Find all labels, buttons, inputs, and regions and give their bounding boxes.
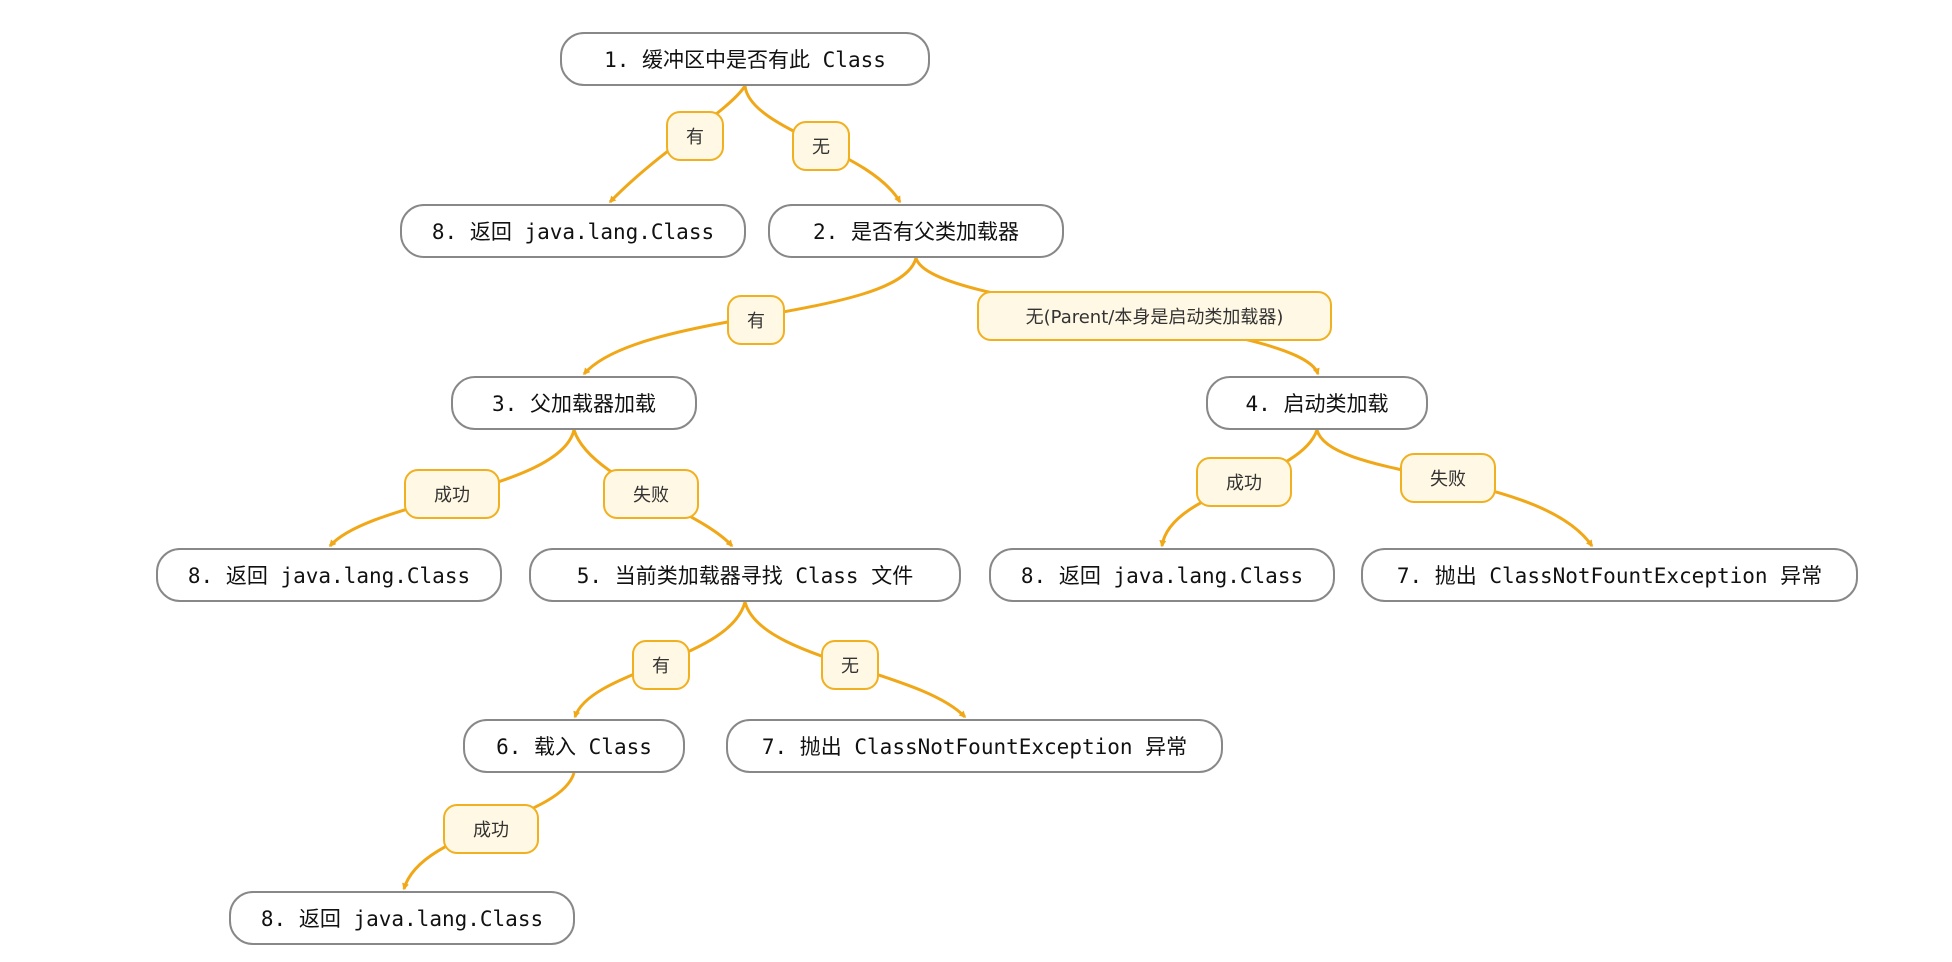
node-load-class: 6. 载入 Class [463,719,685,773]
edge-label-has: 有 [632,640,690,690]
node-return-class-1: 8. 返回 java.lang.Class [400,204,746,258]
node-check-cache: 1. 缓冲区中是否有此 Class [560,32,930,86]
edge-label-success: 成功 [404,469,500,519]
node-throw-exception-1: 7. 抛出 ClassNotFountException 异常 [1361,548,1858,602]
edge-label-none: 无 [821,640,879,690]
node-return-class-3: 8. 返回 java.lang.Class [989,548,1335,602]
edge-label-success: 成功 [1196,457,1292,507]
edge-label-none-bootstrap: 无(Parent/本身是启动类加载器) [977,291,1332,341]
node-throw-exception-2: 7. 抛出 ClassNotFountException 异常 [726,719,1223,773]
edge-label-has: 有 [727,295,785,345]
node-has-parent-loader: 2. 是否有父类加载器 [768,204,1064,258]
edge-label-has: 有 [666,111,724,161]
node-bootstrap-load: 4. 启动类加载 [1206,376,1428,430]
node-return-class-4: 8. 返回 java.lang.Class [229,891,575,945]
node-find-class-file: 5. 当前类加载器寻找 Class 文件 [529,548,961,602]
edge-label-fail: 失败 [1400,453,1496,503]
node-return-class-2: 8. 返回 java.lang.Class [156,548,502,602]
edge-label-none: 无 [792,121,850,171]
node-parent-loader-load: 3. 父加载器加载 [451,376,697,430]
edge-label-fail: 失败 [603,469,699,519]
edge-label-success: 成功 [443,804,539,854]
